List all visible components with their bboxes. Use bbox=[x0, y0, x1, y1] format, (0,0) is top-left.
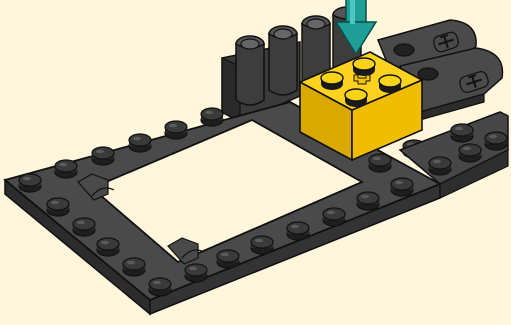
lego-assembly-diagram bbox=[0, 0, 511, 325]
instruction-step-illustration bbox=[0, 0, 511, 325]
